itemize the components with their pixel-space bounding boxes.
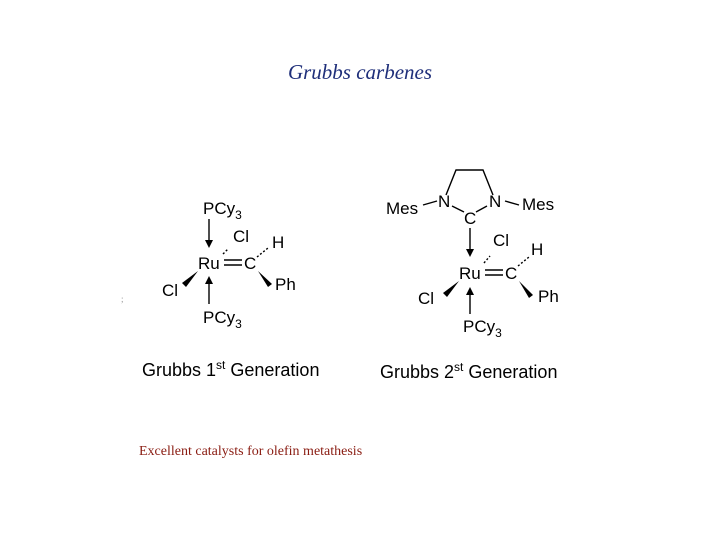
gen2-n-right: N: [489, 192, 501, 211]
gen2-carbene-c: C: [505, 264, 517, 283]
gen1-h-hash: [256, 247, 269, 258]
gen2-mes-right-bond: [504, 200, 520, 206]
gen1-top-arrowhead: [205, 240, 213, 248]
gen2-mes-left: Mes: [386, 199, 418, 218]
gen2-cl-upper-hash: [483, 255, 491, 264]
grubbs-second-generation-structure: Mes N N Mes C Ru C Cl Cl H Ph PCy3 Grubb…: [380, 169, 559, 382]
gen1-cl-lower: Cl: [162, 281, 178, 300]
gen2-ph: Ph: [538, 287, 559, 306]
gen2-ring-bond-right: [475, 205, 488, 213]
grubbs-first-generation-structure: PCy3 Ru C Cl Cl H Ph PCy3 Grubbs 1st Gen…: [142, 199, 319, 380]
gen2-bottom-arrowhead: [466, 287, 474, 295]
gen1-ph: Ph: [275, 275, 296, 294]
gen2-n-left: N: [438, 192, 450, 211]
gen2-ring-bond-left: [451, 205, 465, 213]
gen1-pcy3-bottom: PCy3: [203, 308, 242, 331]
gen1-cl-upper-hash: [222, 248, 229, 255]
gen2-pcy3-bottom: PCy3: [463, 317, 502, 340]
gen1-ph-wedge: [258, 271, 272, 287]
slide-title: Grubbs carbenes: [287, 60, 433, 84]
gen1-bottom-arrowhead: [205, 276, 213, 284]
gen1-cl-upper: Cl: [233, 227, 249, 246]
footnote: Excellent catalysts for olefin metathesi…: [139, 444, 363, 459]
gen2-nhc-c: C: [464, 209, 476, 228]
gen1-carbene-c: C: [244, 254, 256, 273]
gen2-cl-lower: Cl: [418, 289, 434, 308]
gen1-caption: Grubbs 1st Generation: [142, 358, 319, 380]
gen2-h: H: [531, 240, 543, 259]
stray-mark: ;: [121, 294, 124, 304]
gen2-mes-left-bond: [422, 200, 438, 206]
gen1-ru: Ru: [198, 254, 220, 273]
gen1-cl-lower-wedge: [182, 271, 198, 287]
gen2-top-arrowhead: [466, 249, 474, 257]
gen2-cl-lower-wedge: [443, 281, 459, 297]
gen1-pcy3-top: PCy3: [203, 199, 242, 222]
gen2-cl-upper: Cl: [493, 231, 509, 250]
gen2-caption: Grubbs 2st Generation: [380, 360, 557, 382]
gen2-ru: Ru: [459, 264, 481, 283]
gen1-h: H: [272, 233, 284, 252]
gen2-mes-right: Mes: [522, 195, 554, 214]
gen2-h-hash: [517, 256, 530, 267]
gen2-ph-wedge: [519, 281, 533, 298]
gen2-ring-backbone: [445, 169, 494, 196]
